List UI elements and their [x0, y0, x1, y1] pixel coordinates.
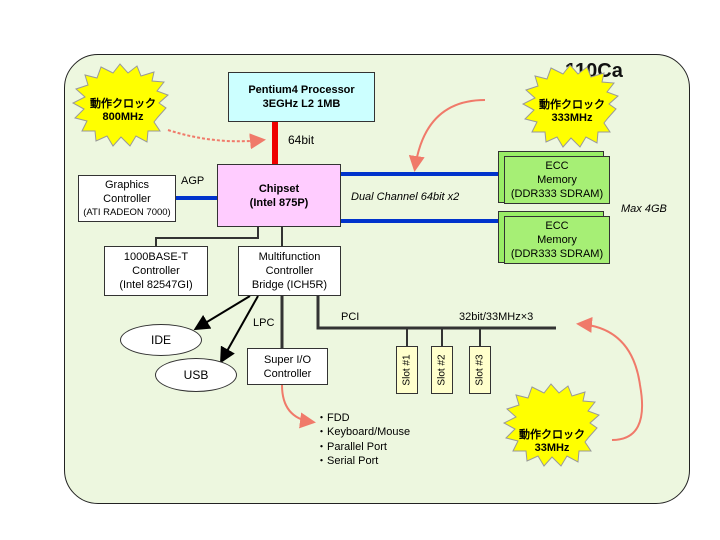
- ich-line1: Multifunction: [258, 251, 321, 263]
- ethernet-controller-box: 1000BASE-T Controller (Intel 82547GI): [104, 246, 208, 296]
- cpu-spec: 3EGHz L2 1MB: [262, 98, 341, 110]
- memory-module-2: ECC Memory (DDR333 SDRAM): [504, 216, 610, 264]
- clock-333-label: 動作クロック: [539, 99, 605, 111]
- clock-arrow-333: [408, 99, 486, 172]
- fsb-width-label: 64bit: [288, 133, 315, 147]
- graphics-box: Graphics Controller (ATI RADEON 7000): [78, 175, 176, 222]
- pci-slot-1: Slot #1: [396, 346, 418, 394]
- clock-burst-333: [521, 64, 619, 148]
- ide-arrow: [193, 295, 251, 331]
- memory-max-label: Max 4GB: [621, 203, 667, 215]
- ich-line2: Controller: [265, 265, 314, 277]
- pci-bus: [316, 296, 556, 330]
- chipset-model: (Intel 875P): [249, 196, 309, 209]
- cpu-name: Pentium4 Processor: [248, 84, 355, 96]
- pci-label: PCI: [341, 311, 360, 323]
- memory-bus-label: Dual Channel 64bit x2: [351, 191, 460, 203]
- ethernet-line2: Controller: [132, 265, 180, 277]
- agp-label: AGP: [181, 175, 205, 187]
- lpc-label: LPC: [253, 317, 275, 329]
- clock-800-text: 動作クロック 800MHz: [88, 98, 158, 124]
- usb-label: USB: [183, 368, 209, 382]
- ich-box: Multifunction Controller Bridge (ICH5R): [238, 246, 341, 296]
- cpu-box: Pentium4 Processor 3EGHz L2 1MB: [228, 72, 375, 122]
- memory-module-1: ECC Memory (DDR333 SDRAM): [504, 156, 610, 204]
- superio-item-fdd: ・FDD: [316, 412, 350, 424]
- graphics-line2: Controller: [103, 192, 151, 205]
- clock-33-text: 動作クロック 33MHz: [516, 429, 588, 455]
- chipset-name: Chipset: [258, 182, 300, 195]
- ich-line3: Bridge (ICH5R): [251, 279, 328, 291]
- ethernet-line1: 1000BASE-T: [123, 251, 189, 263]
- clock-800-label: 動作クロック: [90, 98, 156, 110]
- csa-link: [155, 227, 259, 246]
- chipset-box: Chipset (Intel 875P): [217, 164, 341, 227]
- pci-slot-3: Slot #3: [469, 346, 491, 394]
- superio-device-list: ・FDD ・Keyboard/Mouse ・Parallel Port ・Ser…: [316, 411, 410, 468]
- memory-2-line2: Memory: [537, 234, 577, 246]
- superio-line1: Super I/O: [263, 353, 312, 366]
- clock-arrow-800: [167, 129, 266, 150]
- clock-800-value: 800MHz: [102, 111, 144, 123]
- superio-item-keyboard: ・Keyboard/Mouse: [316, 426, 411, 439]
- clock-33-value: 33MHz: [534, 442, 570, 454]
- memory-1-line2: Memory: [537, 174, 577, 186]
- superio-arrow: [281, 384, 316, 429]
- graphics-line1: Graphics: [104, 178, 150, 191]
- graphics-model: (ATI RADEON 7000): [83, 206, 171, 218]
- ide-label: IDE: [150, 333, 171, 347]
- pci-slot-2: Slot #2: [431, 346, 453, 394]
- superio-item-serial: ・Serial Port: [316, 454, 379, 467]
- usb-arrow: [220, 295, 259, 364]
- memory-1-line1: ECC: [545, 160, 569, 172]
- usb-ellipse: USB: [155, 358, 237, 392]
- fsb-bus: [272, 122, 278, 164]
- superio-box: Super I/O Controller: [247, 348, 328, 385]
- pci-slot-3-label: Slot #3: [474, 354, 486, 386]
- ide-ellipse: IDE: [120, 324, 202, 356]
- memory-1-line3: (DDR333 SDRAM): [510, 188, 604, 200]
- pci-slot-2-label: Slot #2: [436, 354, 448, 386]
- clock-burst-800: [71, 63, 169, 147]
- clock-burst-33: [502, 383, 600, 467]
- superio-item-parallel: ・Parallel Port: [316, 440, 387, 453]
- clock-333-text: 動作クロック 333MHz: [536, 99, 608, 125]
- pci-slot-1-label: Slot #1: [401, 354, 413, 386]
- clock-33-label: 動作クロック: [519, 429, 585, 441]
- superio-line2: Controller: [263, 367, 312, 380]
- clock-333-value: 333MHz: [551, 112, 593, 124]
- pci-spec-label: 32bit/33MHz×3: [459, 311, 534, 323]
- memory-2-line1: ECC: [545, 220, 569, 232]
- memory-2-line3: (DDR333 SDRAM): [510, 248, 604, 260]
- clock-arrow-33: [576, 316, 644, 441]
- ethernet-model: (Intel 82547GI): [119, 279, 193, 291]
